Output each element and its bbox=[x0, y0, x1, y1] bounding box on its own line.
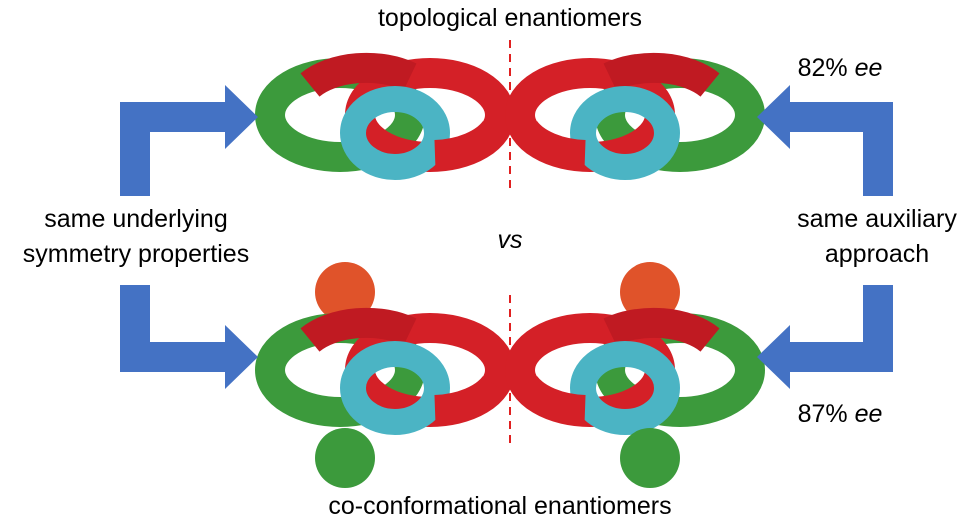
ee-bottom-unit: ee bbox=[854, 400, 883, 428]
ee-top-unit: ee bbox=[854, 54, 883, 82]
left-label-line2: symmetry properties bbox=[22, 240, 250, 268]
arrow-top-right bbox=[757, 85, 893, 196]
ee-top: 82% ee bbox=[770, 52, 910, 84]
green-stopper-left bbox=[315, 428, 375, 488]
ee-bottom: 87% ee bbox=[770, 398, 910, 430]
right-label-line2: approach bbox=[824, 240, 930, 268]
title-bottom: co-conformational enantiomers bbox=[328, 492, 672, 520]
vs-text: vs bbox=[497, 226, 523, 254]
green-stopper-right bbox=[620, 428, 680, 488]
catenane-top-left bbox=[270, 68, 500, 167]
vs-label: vs bbox=[480, 224, 540, 256]
arrow-bottom-left bbox=[120, 285, 258, 389]
catenane-top-right bbox=[520, 68, 750, 167]
arrow-bottom-right bbox=[757, 285, 893, 389]
orange-stopper-left bbox=[315, 262, 375, 322]
left-label-line1: same underlying bbox=[44, 205, 228, 233]
catenane-bottom-right bbox=[520, 323, 750, 422]
ee-top-value: 82% bbox=[797, 54, 848, 82]
arrow-top-left bbox=[120, 85, 258, 196]
ee-bottom-value: 87% bbox=[797, 400, 848, 428]
catenane-bottom-left bbox=[270, 323, 500, 422]
title-top: topological enantiomers bbox=[377, 4, 643, 32]
right-label-line1: same auxiliary bbox=[797, 205, 957, 233]
orange-stopper-right bbox=[620, 262, 680, 322]
